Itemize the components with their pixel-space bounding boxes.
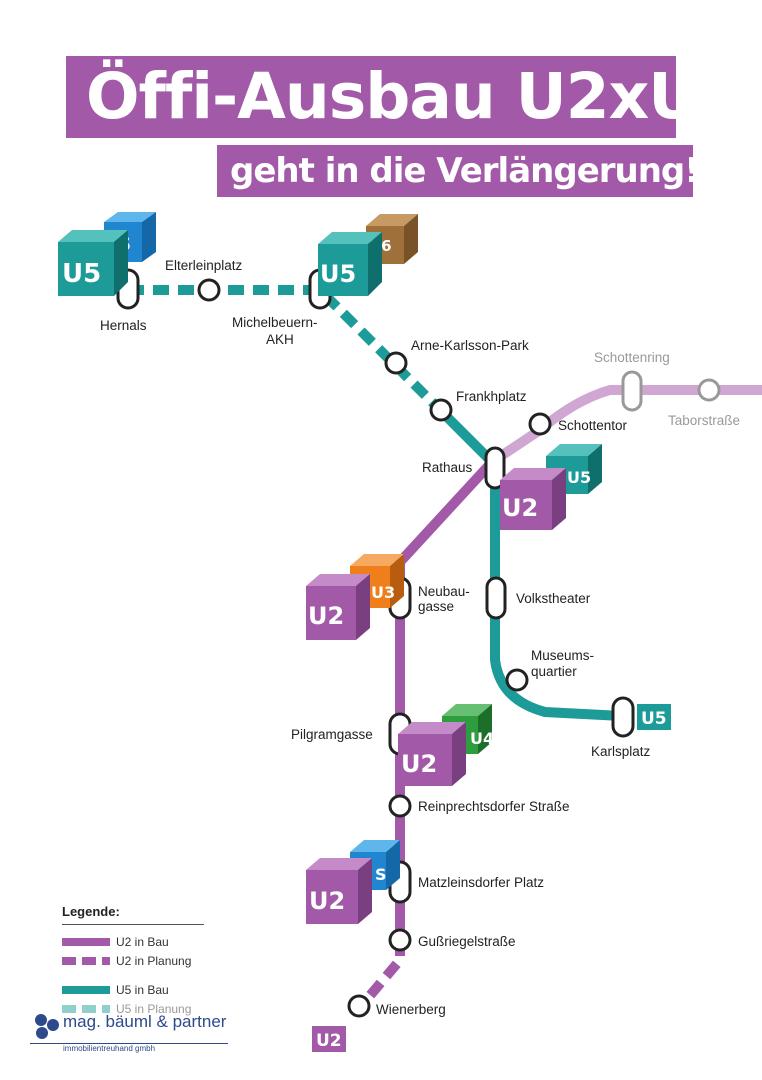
logo-name: mag. bäuml & partner xyxy=(63,1012,227,1031)
label-neubaugasse-2: gasse xyxy=(418,599,454,614)
u2-badge-matzleinsdorf: U2 xyxy=(309,887,345,915)
label-michelbeuern-2: AKH xyxy=(266,332,294,347)
u2-badge-neubaugasse: U2 xyxy=(308,602,344,630)
u5-line-in-bau xyxy=(436,406,623,721)
legend-divider xyxy=(62,924,204,925)
cube-pilgramgasse-u2-u4: U4 U2 xyxy=(398,704,494,786)
legend-swatch-solid xyxy=(62,986,110,994)
label-rathaus: Rathaus xyxy=(422,460,473,475)
legend-swatch-solid xyxy=(62,938,110,946)
label-schottentor: Schottentor xyxy=(558,418,628,433)
u5-cube-icon: U5 xyxy=(58,230,128,296)
label-neubaugasse-1: Neubau- xyxy=(418,584,470,599)
station-taborstrasse-marker xyxy=(697,378,721,402)
legend-swatch-dashed xyxy=(62,957,110,965)
label-volkstheater: Volkstheater xyxy=(516,591,591,606)
legend-swatch-dashed xyxy=(62,1005,110,1013)
label-matzleinsdorfer: Matzleinsdorfer Platz xyxy=(418,875,544,890)
legend-title: Legende: xyxy=(62,904,120,919)
logo-dots-icon xyxy=(35,1014,59,1039)
station-labels: Hernals Elterleinplatz Michelbeuern- AKH… xyxy=(100,258,740,1017)
u2-terminus-label: U2 xyxy=(316,1031,342,1051)
label-reinprechtsdorfer: Reinprechtsdorfer Straße xyxy=(418,799,570,814)
title-banner xyxy=(66,56,676,138)
u5-cube-icon: U5 xyxy=(318,232,382,296)
logo-tagline: immobilientreuhand gmbh xyxy=(63,1044,156,1053)
station-karlsplatz-marker xyxy=(611,696,635,738)
legend-item-u2-bau: U2 in Bau xyxy=(62,934,169,950)
subtitle-banner xyxy=(217,145,693,197)
label-michelbeuern-1: Michelbeuern- xyxy=(232,315,318,330)
map-title: Öffi-Ausbau U2xU5 xyxy=(86,60,742,133)
label-museumsquartier-2: quartier xyxy=(531,664,577,679)
u5-terminus-badge: U5 xyxy=(637,704,671,730)
label-arne-karlsson: Arne-Karlsson-Park xyxy=(411,338,529,353)
u5-line-in-planung xyxy=(128,285,444,414)
station-frankhplatz-marker xyxy=(429,398,453,422)
label-pilgramgasse: Pilgramgasse xyxy=(291,727,373,742)
legend-item-u2-planung: U2 in Planung xyxy=(62,953,191,969)
label-taborstrasse: Taborstraße xyxy=(668,413,740,428)
u2-terminus-badge: U2 xyxy=(312,1026,346,1052)
cube-matzleinsdorfer-u2-s: S U2 xyxy=(306,840,400,924)
u5-badge-rathaus: U5 xyxy=(567,468,591,487)
cube-hernals-u5-s: S U5 xyxy=(58,212,156,296)
u2-cube-icon: U2 xyxy=(500,468,566,530)
label-gussriegel: Gußriegelstraße xyxy=(418,934,516,949)
legend-label: U2 in Planung xyxy=(116,954,192,968)
u2-cube-icon: U2 xyxy=(306,574,370,640)
u4-badge: U4 xyxy=(470,729,494,748)
cube-neubaugasse-u2-u3: U3 U2 xyxy=(306,554,404,640)
label-museumsquartier-1: Museums- xyxy=(531,648,594,663)
u5-cube-icon: U5 xyxy=(546,444,602,494)
legend-item-u5-bau: U5 in Bau xyxy=(62,982,169,998)
cube-michelbeuern-u5-u6: U6 U5 xyxy=(318,214,418,296)
station-arne-karlsson-marker xyxy=(384,351,408,375)
company-logo: mag. bäuml & partner immobilientreuhand … xyxy=(30,1012,240,1056)
station-gussriegel-marker xyxy=(388,928,412,952)
u3-badge: U3 xyxy=(371,583,395,602)
legend-item-u5-planung: U5 in Planung xyxy=(62,1001,191,1017)
station-museumsquartier-marker xyxy=(505,668,529,692)
s-bahn-badge-matzleinsdorf: S xyxy=(375,865,387,884)
logo-divider xyxy=(30,1043,228,1044)
map-subtitle: geht in die Verlängerung! xyxy=(230,151,700,191)
station-schottenring-marker xyxy=(621,370,643,412)
label-elterleinplatz: Elterleinplatz xyxy=(165,258,243,273)
label-schottenring: Schottenring xyxy=(594,350,670,365)
legend-label: U2 in Bau xyxy=(116,935,169,949)
u5-badge: U5 xyxy=(62,259,101,289)
station-elterleinplatz-marker xyxy=(197,278,221,302)
label-frankhplatz: Frankhplatz xyxy=(456,389,527,404)
station-wienerberg-marker xyxy=(347,994,371,1018)
u2-cube-icon: U2 xyxy=(306,858,372,924)
station-schottentor-marker xyxy=(528,412,552,436)
u2-cube-icon: U2 xyxy=(398,722,466,786)
station-markers xyxy=(116,268,721,1018)
station-rathaus-marker xyxy=(484,446,506,490)
label-karlsplatz: Karlsplatz xyxy=(591,744,651,759)
station-volkstheater-marker xyxy=(485,576,507,620)
station-reinprechtsdorfer-marker xyxy=(388,794,412,818)
u2-badge-rathaus: U2 xyxy=(502,494,538,522)
label-wienerberg: Wienerberg xyxy=(376,1002,446,1017)
label-hernals: Hernals xyxy=(100,318,147,333)
legend-label: U5 in Bau xyxy=(116,983,169,997)
u5-terminus-label: U5 xyxy=(641,709,667,729)
u2-badge-pilgramgasse: U2 xyxy=(401,750,437,778)
u2-line-in-bau xyxy=(395,458,496,940)
u5-badge-michelbeuern: U5 xyxy=(320,260,356,288)
legend-label: U5 in Planung xyxy=(116,1002,192,1016)
cube-rathaus-u2-u5: U5 U2 xyxy=(500,444,602,530)
